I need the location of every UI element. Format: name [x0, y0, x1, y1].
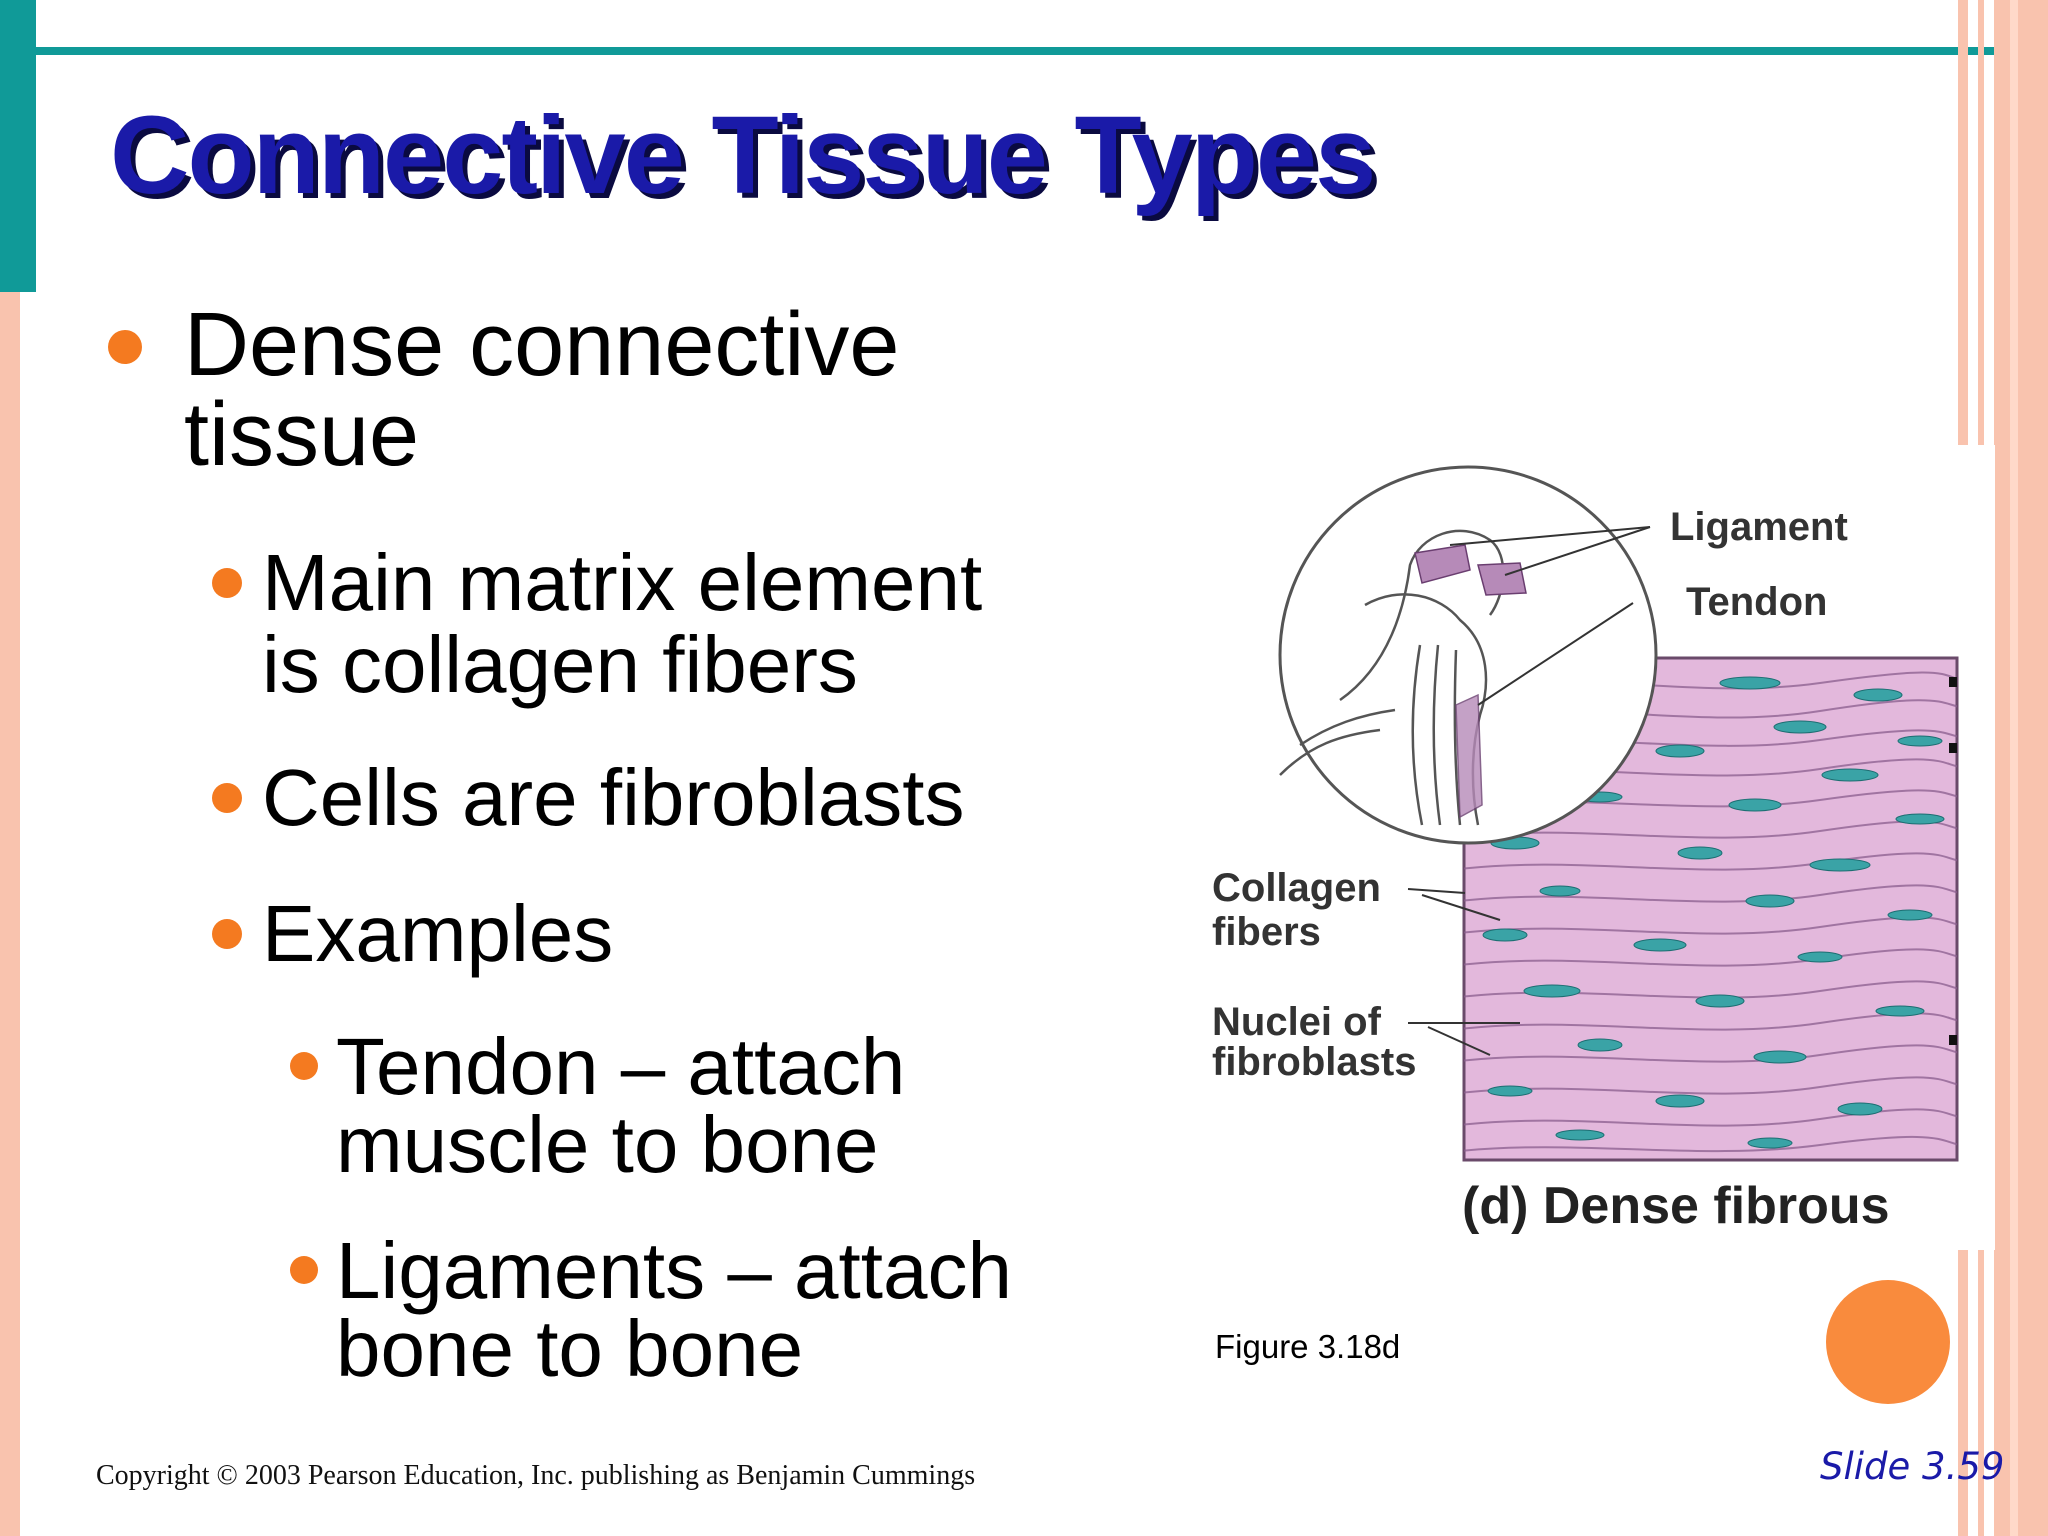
bullet-line: Tendon – attach: [336, 1022, 906, 1111]
bullet-tendon: Tendon – attach muscle to bone: [290, 1022, 906, 1189]
bullet-text: Tendon – attach muscle to bone: [336, 1022, 906, 1189]
label-ligament: Ligament: [1670, 505, 1848, 549]
bullet-line: is collagen fibers: [262, 620, 858, 709]
bullet-line: muscle to bone: [336, 1100, 879, 1189]
figure-number: Figure 3.18d: [1215, 1328, 1401, 1365]
bullet-dot: [212, 568, 242, 598]
bullet-line: Examples: [262, 889, 614, 978]
bullet-dot: [108, 330, 142, 364]
bullet-dot: [290, 1052, 318, 1080]
edge-marks: [1949, 677, 1957, 1045]
bullet-line: Dense connective: [184, 295, 900, 395]
bullet-dot: [212, 919, 242, 949]
slide-number: Slide 3.59: [1820, 1445, 2005, 1488]
label-nuclei-line1: Nuclei of: [1212, 1000, 1381, 1044]
bullet-line: Main matrix element: [262, 538, 983, 627]
bullet-dot: [290, 1256, 318, 1284]
bullet-dense-connective: Dense connective tissue: [108, 300, 899, 480]
bullet-text: Ligaments – attach bone to bone: [336, 1226, 1012, 1393]
label-collagen-line1: Collagen: [1212, 866, 1381, 910]
bullet-dot: [212, 783, 242, 813]
slide-title: Connective Tissue Types: [110, 94, 1376, 217]
bullet-examples: Examples: [212, 893, 613, 975]
bullet-line: Cells are fibroblasts: [262, 753, 965, 842]
bullet-cells-fibroblasts: Cells are fibroblasts: [212, 757, 965, 839]
bullet-text: Dense connective tissue: [184, 300, 899, 480]
leader-lines: [1407, 526, 1651, 1056]
bullet-line: tissue: [184, 385, 420, 485]
bullet-line: Ligaments – attach: [336, 1226, 1012, 1315]
bullet-ligaments: Ligaments – attach bone to bone: [290, 1226, 1012, 1393]
fibroblast-nuclei: [1482, 676, 1945, 1149]
bullet-line: bone to bone: [336, 1304, 804, 1393]
label-tendon: Tendon: [1686, 580, 1828, 624]
right-stripe-gap: [2010, 0, 2018, 1536]
left-teal-bar: [0, 0, 36, 292]
bullet-matrix-element: Main matrix element is collagen fibers: [212, 542, 982, 706]
bullet-text: Main matrix element is collagen fibers: [262, 542, 982, 706]
left-salmon-border: [0, 0, 20, 1536]
tissue-illustration: [1278, 465, 1959, 1162]
right-stripe-3: [1994, 0, 2048, 1536]
orange-circle: [1826, 1280, 1950, 1404]
top-teal-rule: [36, 47, 2031, 55]
magnifier-circle: [1278, 465, 1658, 845]
label-collagen-line2: fibers: [1212, 910, 1321, 954]
label-nuclei-line2: fibroblasts: [1212, 1040, 1417, 1084]
figure-caption: (d) Dense fibrous: [1462, 1177, 1890, 1235]
copyright-text: Copyright © 2003 Pearson Education, Inc.…: [96, 1460, 976, 1491]
